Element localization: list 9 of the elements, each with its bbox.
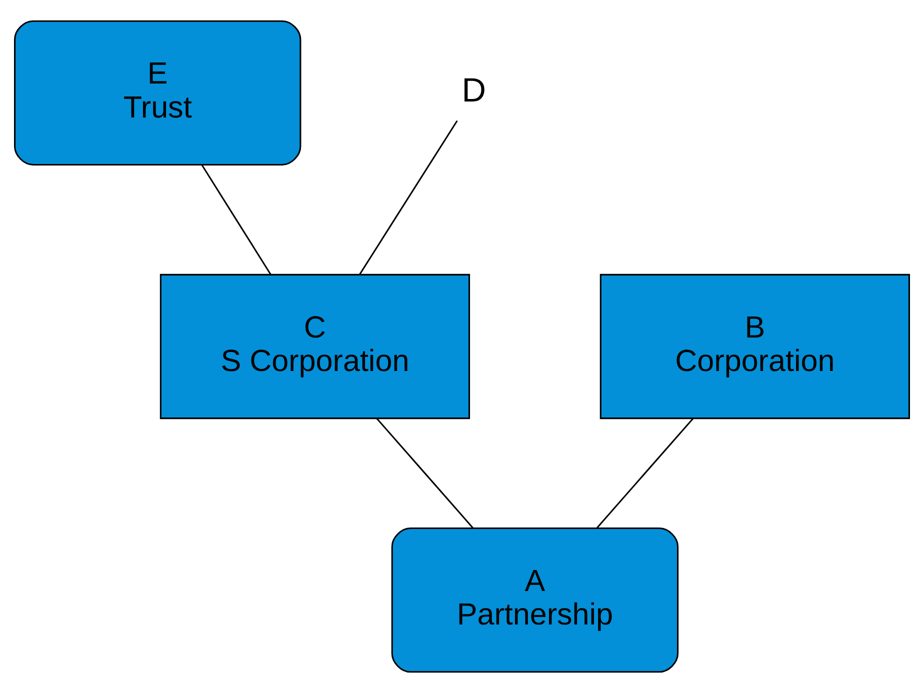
node-text: D xyxy=(462,72,486,110)
connector xyxy=(596,418,694,529)
node-box: A Partnership xyxy=(391,528,679,673)
node-box: E Trust xyxy=(14,20,302,166)
connector xyxy=(376,418,474,529)
connector xyxy=(201,164,272,276)
node-box: C S Corporation xyxy=(160,274,470,420)
node-box: B Corporation xyxy=(600,274,910,420)
connector xyxy=(358,120,458,275)
